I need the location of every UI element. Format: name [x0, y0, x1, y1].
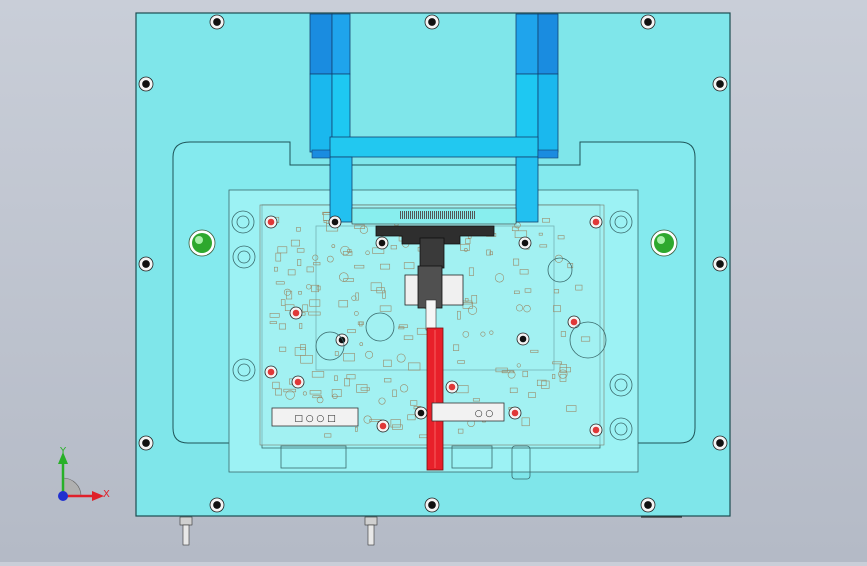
inner-screw	[414, 406, 428, 420]
inner-screw	[516, 332, 530, 346]
header-connector	[351, 207, 517, 225]
guide-pin-left[interactable]	[188, 229, 216, 257]
plate-screw	[138, 76, 154, 92]
plate-screw	[209, 497, 225, 513]
x-axis-label: X	[103, 489, 110, 500]
guide-pin-right[interactable]	[650, 229, 678, 257]
red-screw	[264, 365, 278, 379]
plate-screw	[640, 14, 656, 30]
clamp-crossbar[interactable]	[311, 136, 559, 223]
clamp-arm-left[interactable]	[309, 13, 351, 153]
red-screw	[445, 380, 459, 394]
inner-screws	[328, 215, 532, 420]
red-screw	[567, 315, 581, 329]
probe-bracket[interactable]	[375, 225, 495, 331]
plate-screw	[209, 14, 225, 30]
y-axis-label: Y	[59, 446, 67, 457]
inner-screw	[375, 236, 389, 250]
red-screw	[376, 419, 390, 433]
inner-screw	[518, 236, 532, 250]
red-screw	[508, 406, 522, 420]
plate-screw	[138, 256, 154, 272]
bottom-connector-right[interactable]: ○ ○	[431, 402, 505, 422]
red-ejector-bar[interactable]	[426, 327, 444, 471]
plate-screw	[424, 497, 440, 513]
foot-right	[364, 516, 378, 546]
outline-circles	[231, 210, 633, 441]
plate-screws	[138, 14, 728, 513]
red-locator-screws	[264, 215, 603, 437]
red-screw	[291, 375, 305, 389]
connector-left-label: □ ○ ○ □	[294, 414, 335, 424]
clamp-arm-right[interactable]	[515, 13, 559, 153]
z-axis-dot	[58, 491, 68, 501]
foot-left	[179, 516, 193, 546]
plate-screw	[712, 76, 728, 92]
coordinate-triad: Y X	[58, 446, 110, 501]
plate-screw	[640, 497, 656, 513]
plate-screw	[424, 14, 440, 30]
inner-screw	[335, 333, 349, 347]
plate-screw	[138, 435, 154, 451]
plate-screw	[712, 256, 728, 272]
bottom-tabs	[280, 445, 531, 480]
red-screw	[289, 306, 303, 320]
red-screw	[264, 215, 278, 229]
red-screw	[589, 215, 603, 229]
red-screw	[589, 423, 603, 437]
inner-screw	[328, 215, 342, 229]
connector-right-label: ○ ○	[475, 409, 494, 419]
plate-screw	[712, 435, 728, 451]
bottom-connector-left[interactable]: □ ○ ○ □	[271, 407, 359, 427]
